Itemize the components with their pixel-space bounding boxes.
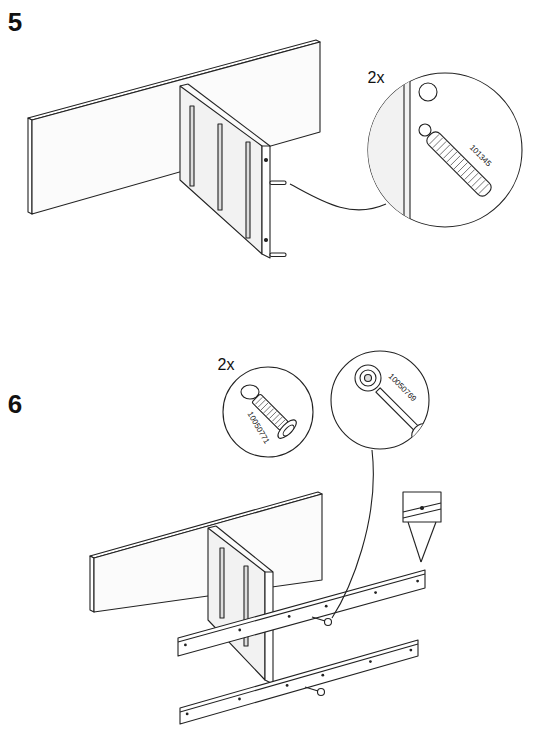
- dowels: [270, 181, 286, 257]
- detail-box: [403, 492, 441, 562]
- cam-screws: [305, 617, 332, 696]
- detail-dowel: [368, 60, 494, 240]
- detail-cam-bolt: [355, 365, 429, 441]
- quantity-label: 2x: [368, 70, 385, 86]
- detail-circle: [331, 351, 429, 449]
- back-panel: [90, 492, 322, 612]
- leader-line: [332, 450, 373, 618]
- step-number: 5: [8, 9, 22, 35]
- rail: [178, 570, 425, 724]
- detail-circle: [223, 367, 313, 457]
- leader-line: [290, 184, 386, 210]
- divider-panel: [180, 84, 270, 258]
- quantity-label: 2x: [218, 357, 235, 373]
- step-number: 6: [8, 391, 22, 417]
- divider-panel: [208, 526, 273, 684]
- back-panel: [28, 40, 320, 214]
